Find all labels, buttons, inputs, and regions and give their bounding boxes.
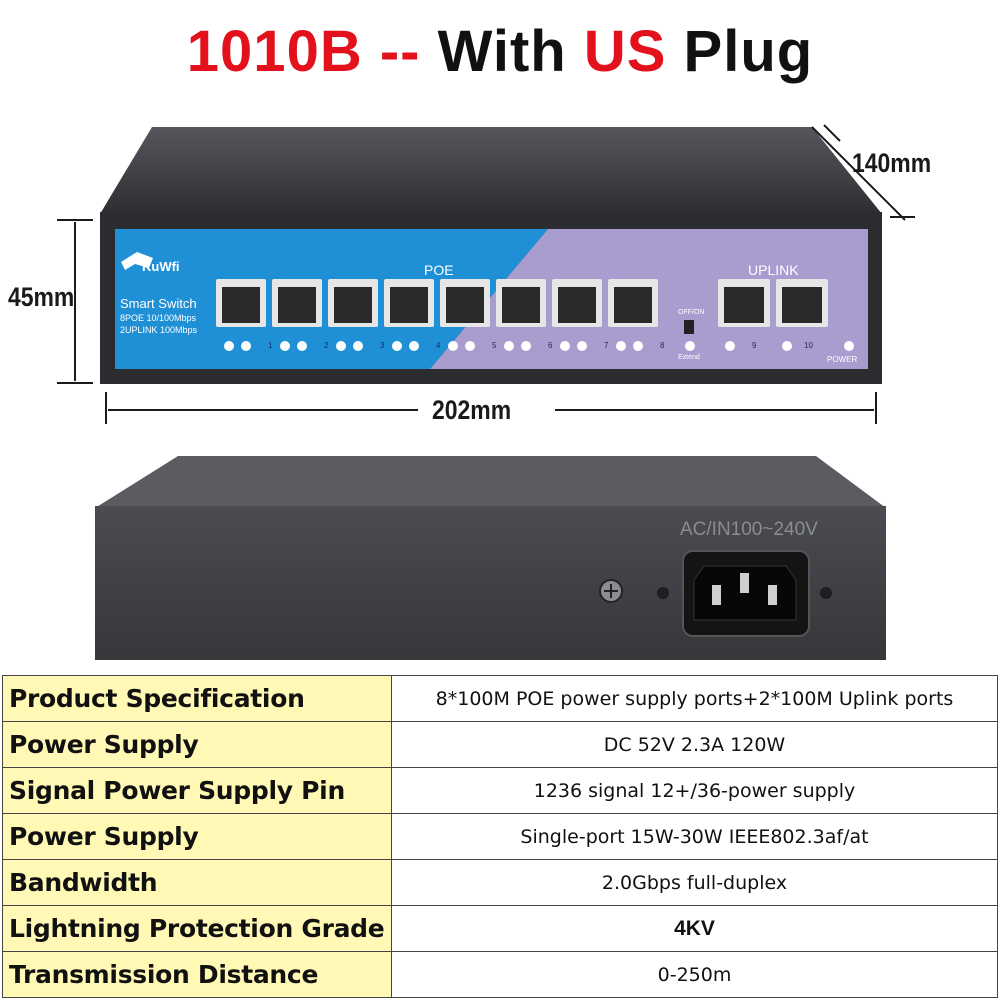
panel-line-2: 2UPLINK 100Mbps (120, 325, 198, 335)
spec-key: Lightning Protection Grade (2, 905, 392, 952)
port-number: 10 (804, 341, 813, 350)
depth-dimension: 140mm (852, 148, 932, 178)
spec-value: Single-port 15W-30W IEEE802.3af/at (391, 813, 998, 860)
screw-icon (657, 587, 669, 599)
port-number: 1 (268, 341, 273, 350)
port-number: 7 (604, 341, 609, 350)
uplink-ports (718, 279, 828, 327)
spec-value: 1236 signal 12+/36-power supply (391, 767, 998, 814)
table-row: Power Supply DC 52V 2.3A 120W (2, 721, 998, 768)
spec-value: 4KV (391, 905, 998, 952)
poe-ports (216, 279, 658, 327)
plug-type: US (583, 19, 667, 84)
port-number: 3 (380, 341, 385, 350)
title-separator: -- (379, 19, 421, 84)
port-number: 2 (324, 341, 329, 350)
title-with: With (437, 19, 567, 84)
spec-key: Power Supply (2, 813, 392, 860)
power-label: POWER (827, 355, 858, 364)
port-number: 6 (548, 341, 553, 350)
title-plug: Plug (683, 19, 814, 84)
page-title: 1010B -- With US Plug (0, 18, 1000, 85)
port-number: 4 (436, 341, 441, 350)
spec-value: 8*100M POE power supply ports+2*100M Upl… (391, 675, 998, 722)
switch-label: OFF/ON (678, 309, 705, 316)
product-name: Smart Switch (120, 296, 197, 311)
spec-key: Power Supply (2, 721, 392, 768)
port-number: 8 (660, 341, 665, 350)
panel-line-1: 8POE 10/100Mbps (120, 313, 197, 323)
back-switch-unit (95, 456, 886, 660)
port-leds (224, 341, 854, 351)
port-number: 5 (492, 341, 497, 350)
ac-input-label: AC/IN100~240V (680, 519, 818, 540)
model-name: 1010B (186, 19, 363, 84)
table-row: Lightning Protection Grade 4KV (2, 905, 998, 952)
brand-logo-text: KuWfi (142, 259, 180, 274)
extend-switch (684, 320, 694, 334)
table-row: Signal Power Supply Pin 1236 signal 12+/… (2, 767, 998, 814)
port-number: 9 (752, 341, 757, 350)
spec-key: Bandwidth (2, 859, 392, 906)
table-row: Bandwidth 2.0Gbps full-duplex (2, 859, 998, 906)
height-dimension: 45mm (8, 282, 75, 312)
spec-value: 0-250m (391, 951, 998, 998)
spec-value: DC 52V 2.3A 120W (391, 721, 998, 768)
switch-top-surface (100, 127, 882, 214)
screw-icon (820, 587, 832, 599)
uplink-label: UPLINK (748, 262, 799, 278)
device-illustration (57, 124, 915, 660)
spec-value: 2.0Gbps full-duplex (391, 859, 998, 906)
table-row: Power Supply Single-port 15W-30W IEEE802… (2, 813, 998, 860)
poe-label: POE (424, 262, 454, 278)
spec-key: Product Specification (2, 675, 392, 722)
kuwfi-logo-icon (121, 252, 153, 270)
dimension-lines (57, 124, 915, 424)
front-switch-unit (100, 127, 882, 384)
table-row: Transmission Distance 0-250m (2, 951, 998, 998)
spec-key: Transmission Distance (2, 951, 392, 998)
extend-label: Extend (678, 354, 700, 361)
width-dimension: 202mm (432, 395, 512, 425)
back-top-surface (95, 456, 886, 508)
spec-key: Signal Power Supply Pin (2, 767, 392, 814)
spec-table: Product Specification 8*100M POE power s… (2, 675, 998, 998)
table-row: Product Specification 8*100M POE power s… (2, 675, 998, 722)
